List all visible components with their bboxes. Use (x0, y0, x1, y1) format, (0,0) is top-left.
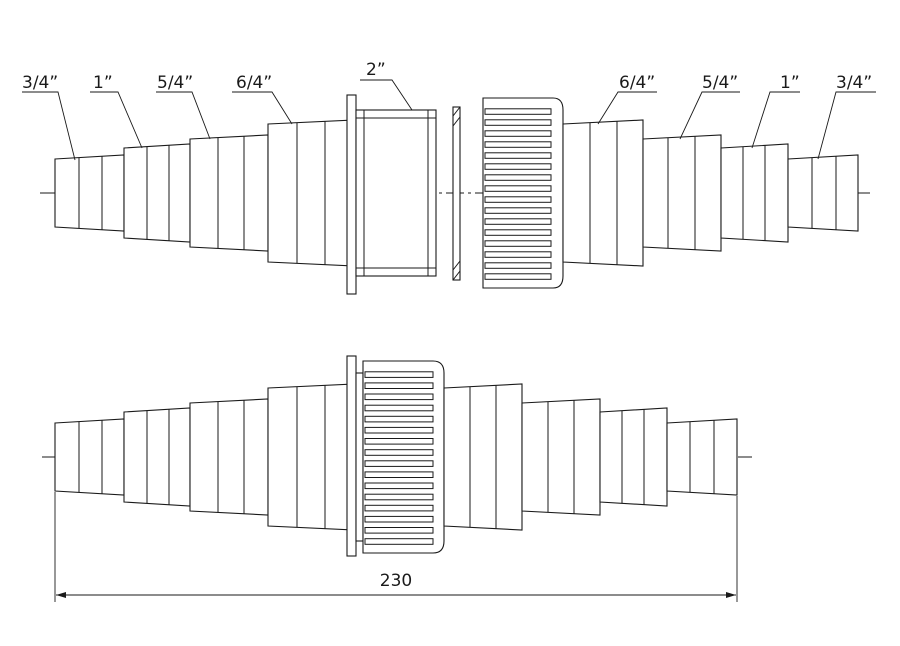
exploded-view: 3/4” 1” 5/4” 6/4” 2” 6/4” 5/4” 1” 3/4” (22, 60, 876, 295)
grip-slot (364, 404, 434, 412)
label-center-2: 2” (366, 60, 386, 80)
grip-slot (484, 130, 552, 137)
grip-slot (484, 108, 552, 115)
left-stage-1 (123, 143, 191, 243)
left-stage-6-4 (267, 119, 356, 267)
assembled-right-stage-1 (599, 407, 668, 507)
grip-slot (364, 471, 434, 478)
gasket (452, 106, 461, 281)
grip-slot (364, 371, 434, 378)
grip-slot (484, 262, 552, 269)
union-nut-body (482, 97, 564, 289)
union-nut (482, 97, 564, 289)
gasket-ring (452, 106, 461, 281)
grip-slot (484, 152, 552, 159)
right-adapter (562, 119, 859, 267)
grip-slot (364, 449, 434, 456)
grip-slot (484, 218, 552, 225)
grip-slot (364, 382, 434, 389)
grip-slot (484, 273, 552, 280)
right-stage-3-4 (787, 154, 859, 232)
size-labels-right: 6/4” 5/4” 1” 3/4” (597, 73, 876, 160)
assembled-right-stage-5-4 (521, 398, 601, 516)
assembled-left-stage-5-4 (189, 398, 269, 516)
left-stage-5-4 (189, 134, 269, 252)
grip-slot (364, 504, 434, 512)
left-flange (346, 94, 357, 295)
threaded-body-2 (355, 109, 437, 277)
assembled-flange (346, 355, 357, 557)
grip-slot (364, 460, 434, 467)
label-left-3-4: 3/4” (22, 73, 58, 93)
grip-slot (484, 141, 552, 148)
dimension-total-length: 230 (380, 571, 412, 591)
grip-slot (364, 482, 434, 490)
label-right-1: 1” (780, 73, 800, 93)
assembled-left-stage-1 (123, 407, 191, 507)
grip-slot (364, 415, 434, 423)
assembled-union-nut-grip-slots (364, 371, 434, 545)
right-stage-1 (720, 143, 789, 243)
grip-slot (364, 438, 434, 445)
overall-length-dimension: 230 (54, 492, 738, 602)
grip-slot (364, 515, 434, 523)
label-right-3-4: 3/4” (836, 73, 872, 93)
grip-slot (364, 527, 434, 534)
grip-slot (364, 426, 434, 434)
assembled-left-stage-6-4 (267, 383, 356, 531)
assembled-flange-collar (355, 372, 364, 542)
assembled-right-stage-3-4 (666, 418, 738, 496)
grip-slot (484, 196, 552, 203)
right-stage-5-4 (642, 134, 722, 252)
grip-slot (484, 229, 552, 236)
grip-slot (484, 119, 552, 126)
union-nut-grip-slots (484, 108, 552, 280)
assembled-view: 230 (42, 355, 752, 602)
left-stage-3-4 (54, 154, 125, 232)
grip-slot (484, 185, 552, 192)
grip-slot (484, 207, 552, 214)
grip-slot (364, 493, 434, 501)
grip-slot (484, 251, 552, 258)
grip-slot (484, 174, 552, 181)
assembled-left-stage-3-4 (54, 418, 125, 496)
grip-slot (364, 538, 434, 545)
assembled-right-stage-6-4 (443, 383, 523, 531)
label-right-6-4: 6/4” (619, 73, 655, 93)
grip-slot (484, 163, 552, 170)
grip-slot (484, 240, 552, 247)
right-stage-6-4 (562, 119, 644, 267)
label-left-5-4: 5/4” (157, 73, 193, 93)
label-right-5-4: 5/4” (702, 73, 738, 93)
left-adapter (54, 94, 437, 295)
label-left-1: 1” (93, 73, 113, 93)
label-left-6-4: 6/4” (236, 73, 272, 93)
grip-slot (364, 393, 434, 401)
size-labels-left: 3/4” 1” 5/4” 6/4” 2” (22, 60, 413, 161)
assembled-union-nut (362, 360, 445, 554)
